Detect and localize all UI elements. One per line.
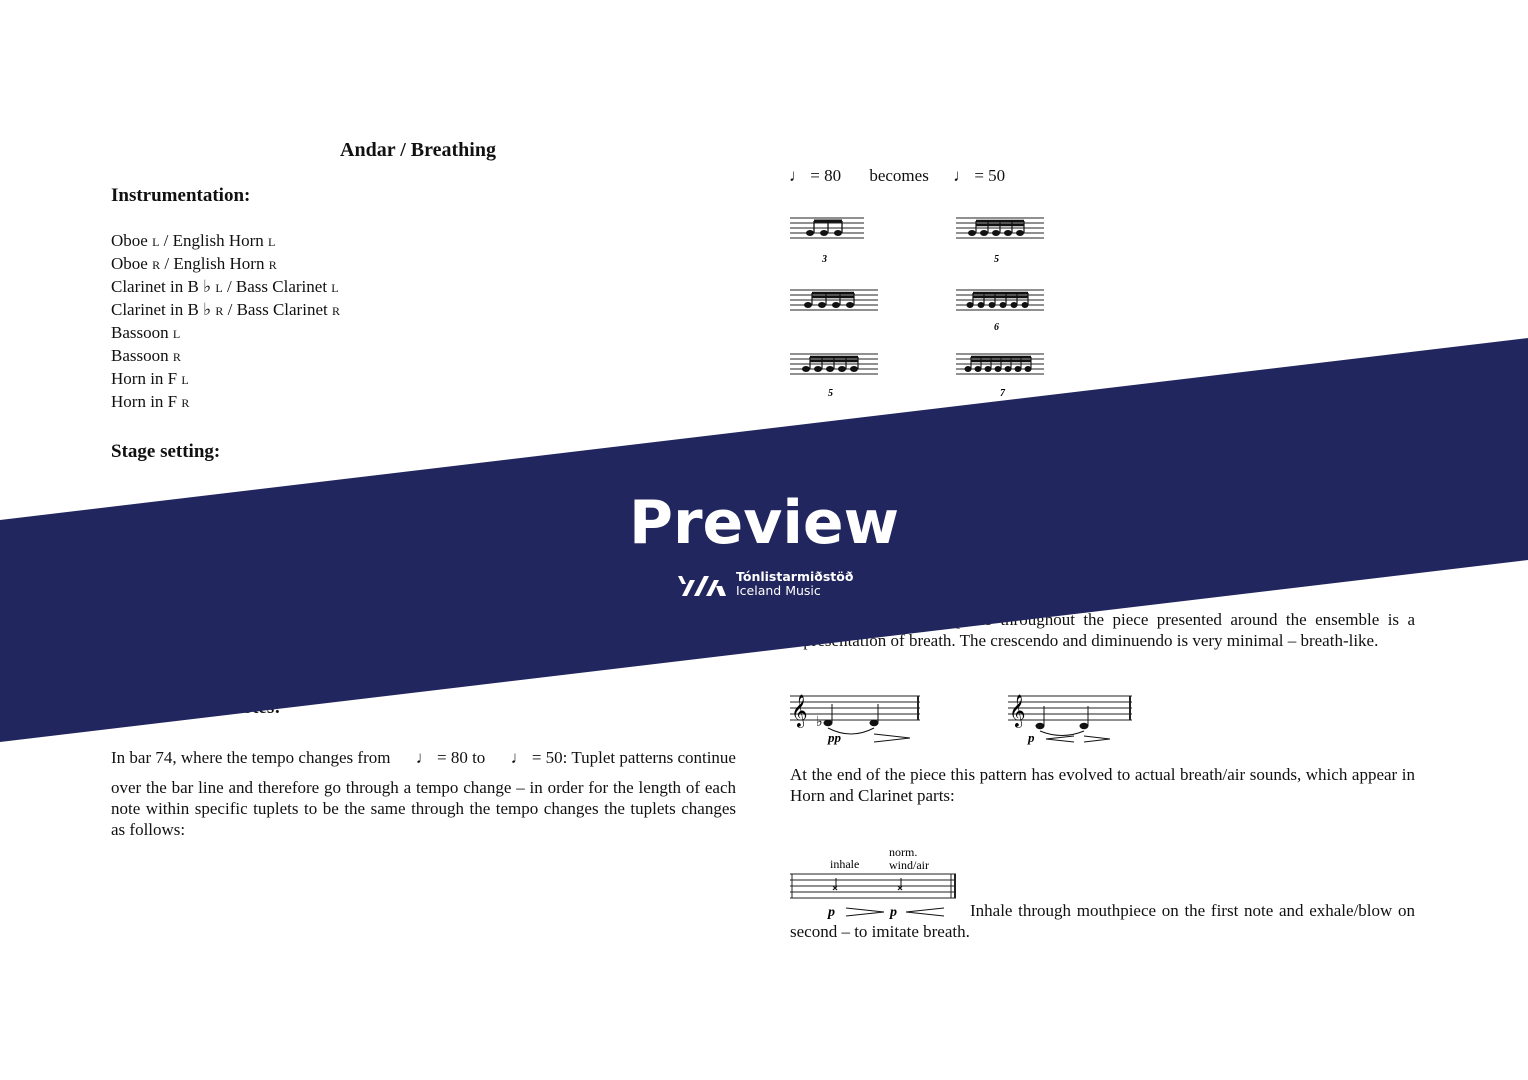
quarter-note-icon: ♩ — [789, 166, 806, 185]
quarter-note-icon: ♩ — [415, 748, 433, 767]
svg-text:p: p — [889, 905, 897, 920]
tempo-equation: ♩ = 80 becomes ♩ = 50 — [789, 166, 1006, 185]
breath-example: inhale norm. wind/air p p — [790, 845, 956, 920]
tuplet-5b: 5 — [790, 353, 878, 399]
iceland-music-logo: Tónlistarmiðstöð Iceland Music — [676, 570, 853, 598]
tuplet-4 — [790, 289, 878, 311]
dynamics-example-2: 𝄞 p — [1008, 695, 1132, 745]
svg-text:pp: pp — [827, 730, 842, 745]
breath-paragraph: appears throughout the piece presented a… — [790, 610, 1415, 650]
svg-text:6: 6 — [994, 322, 999, 333]
instrument-item: Bassoon R — [111, 346, 181, 365]
svg-text:7: 7 — [1000, 388, 1006, 399]
tuplet-5: 5 — [956, 217, 1044, 265]
inhale-paragraph: Inhale through mouthpiece on the first n… — [790, 901, 1415, 941]
instrument-item: Oboe L / English Horn L — [111, 231, 276, 250]
tuplet-examples: 3 5 6 5 7 — [790, 217, 1044, 399]
instrument-item: Horn in F L — [111, 369, 189, 388]
svg-text:5: 5 — [828, 388, 833, 399]
iceland-music-logo-icon — [678, 576, 726, 596]
tuplet-3: 3 — [790, 217, 864, 265]
tuplet-6: 6 — [956, 289, 1044, 333]
stage-setting-heading: Stage setting: — [111, 441, 221, 462]
page-title: Andar / Breathing — [340, 139, 496, 161]
svg-text:5: 5 — [994, 254, 999, 265]
svg-text:♭: ♭ — [816, 715, 823, 730]
svg-text:3: 3 — [821, 254, 827, 265]
instrument-list: Oboe L / English Horn L Oboe R / English… — [111, 230, 340, 414]
svg-text:norm.: norm. — [889, 845, 917, 859]
svg-text:inhale: inhale — [830, 857, 859, 871]
svg-text:wind/air: wind/air — [889, 858, 929, 872]
instrument-item: Oboe R / English Horn R — [111, 254, 277, 273]
preview-label: Preview — [628, 488, 900, 558]
instrument-item: Horn in F R — [111, 392, 190, 411]
notes-heading: notes: — [232, 697, 281, 718]
svg-text:p: p — [827, 905, 835, 920]
svg-text:𝄞: 𝄞 — [791, 695, 808, 728]
end-paragraph: At the end of the piece this pattern has… — [790, 765, 1415, 805]
instrumentation-heading: Instrumentation: — [111, 185, 251, 206]
quarter-note-icon: ♩ — [953, 166, 971, 185]
quarter-note-icon: ♩ — [510, 748, 528, 767]
svg-text:p: p — [1027, 730, 1035, 745]
svg-text:𝄞: 𝄞 — [1009, 695, 1026, 728]
instrument-item: Clarinet in B ♭ L / Bass Clarinet L — [111, 277, 339, 296]
tempo-paragraph: In bar 74, where the tempo changes from … — [111, 748, 736, 839]
tuplet-7: 7 — [956, 353, 1044, 399]
dynamics-example-1: 𝄞 ♭ pp — [790, 695, 920, 745]
dynamics-examples: 𝄞 ♭ pp 𝄞 p — [790, 695, 1132, 745]
instrument-item: Clarinet in B ♭ R / Bass Clarinet R — [111, 300, 340, 319]
instrument-item: Bassoon L — [111, 323, 181, 342]
